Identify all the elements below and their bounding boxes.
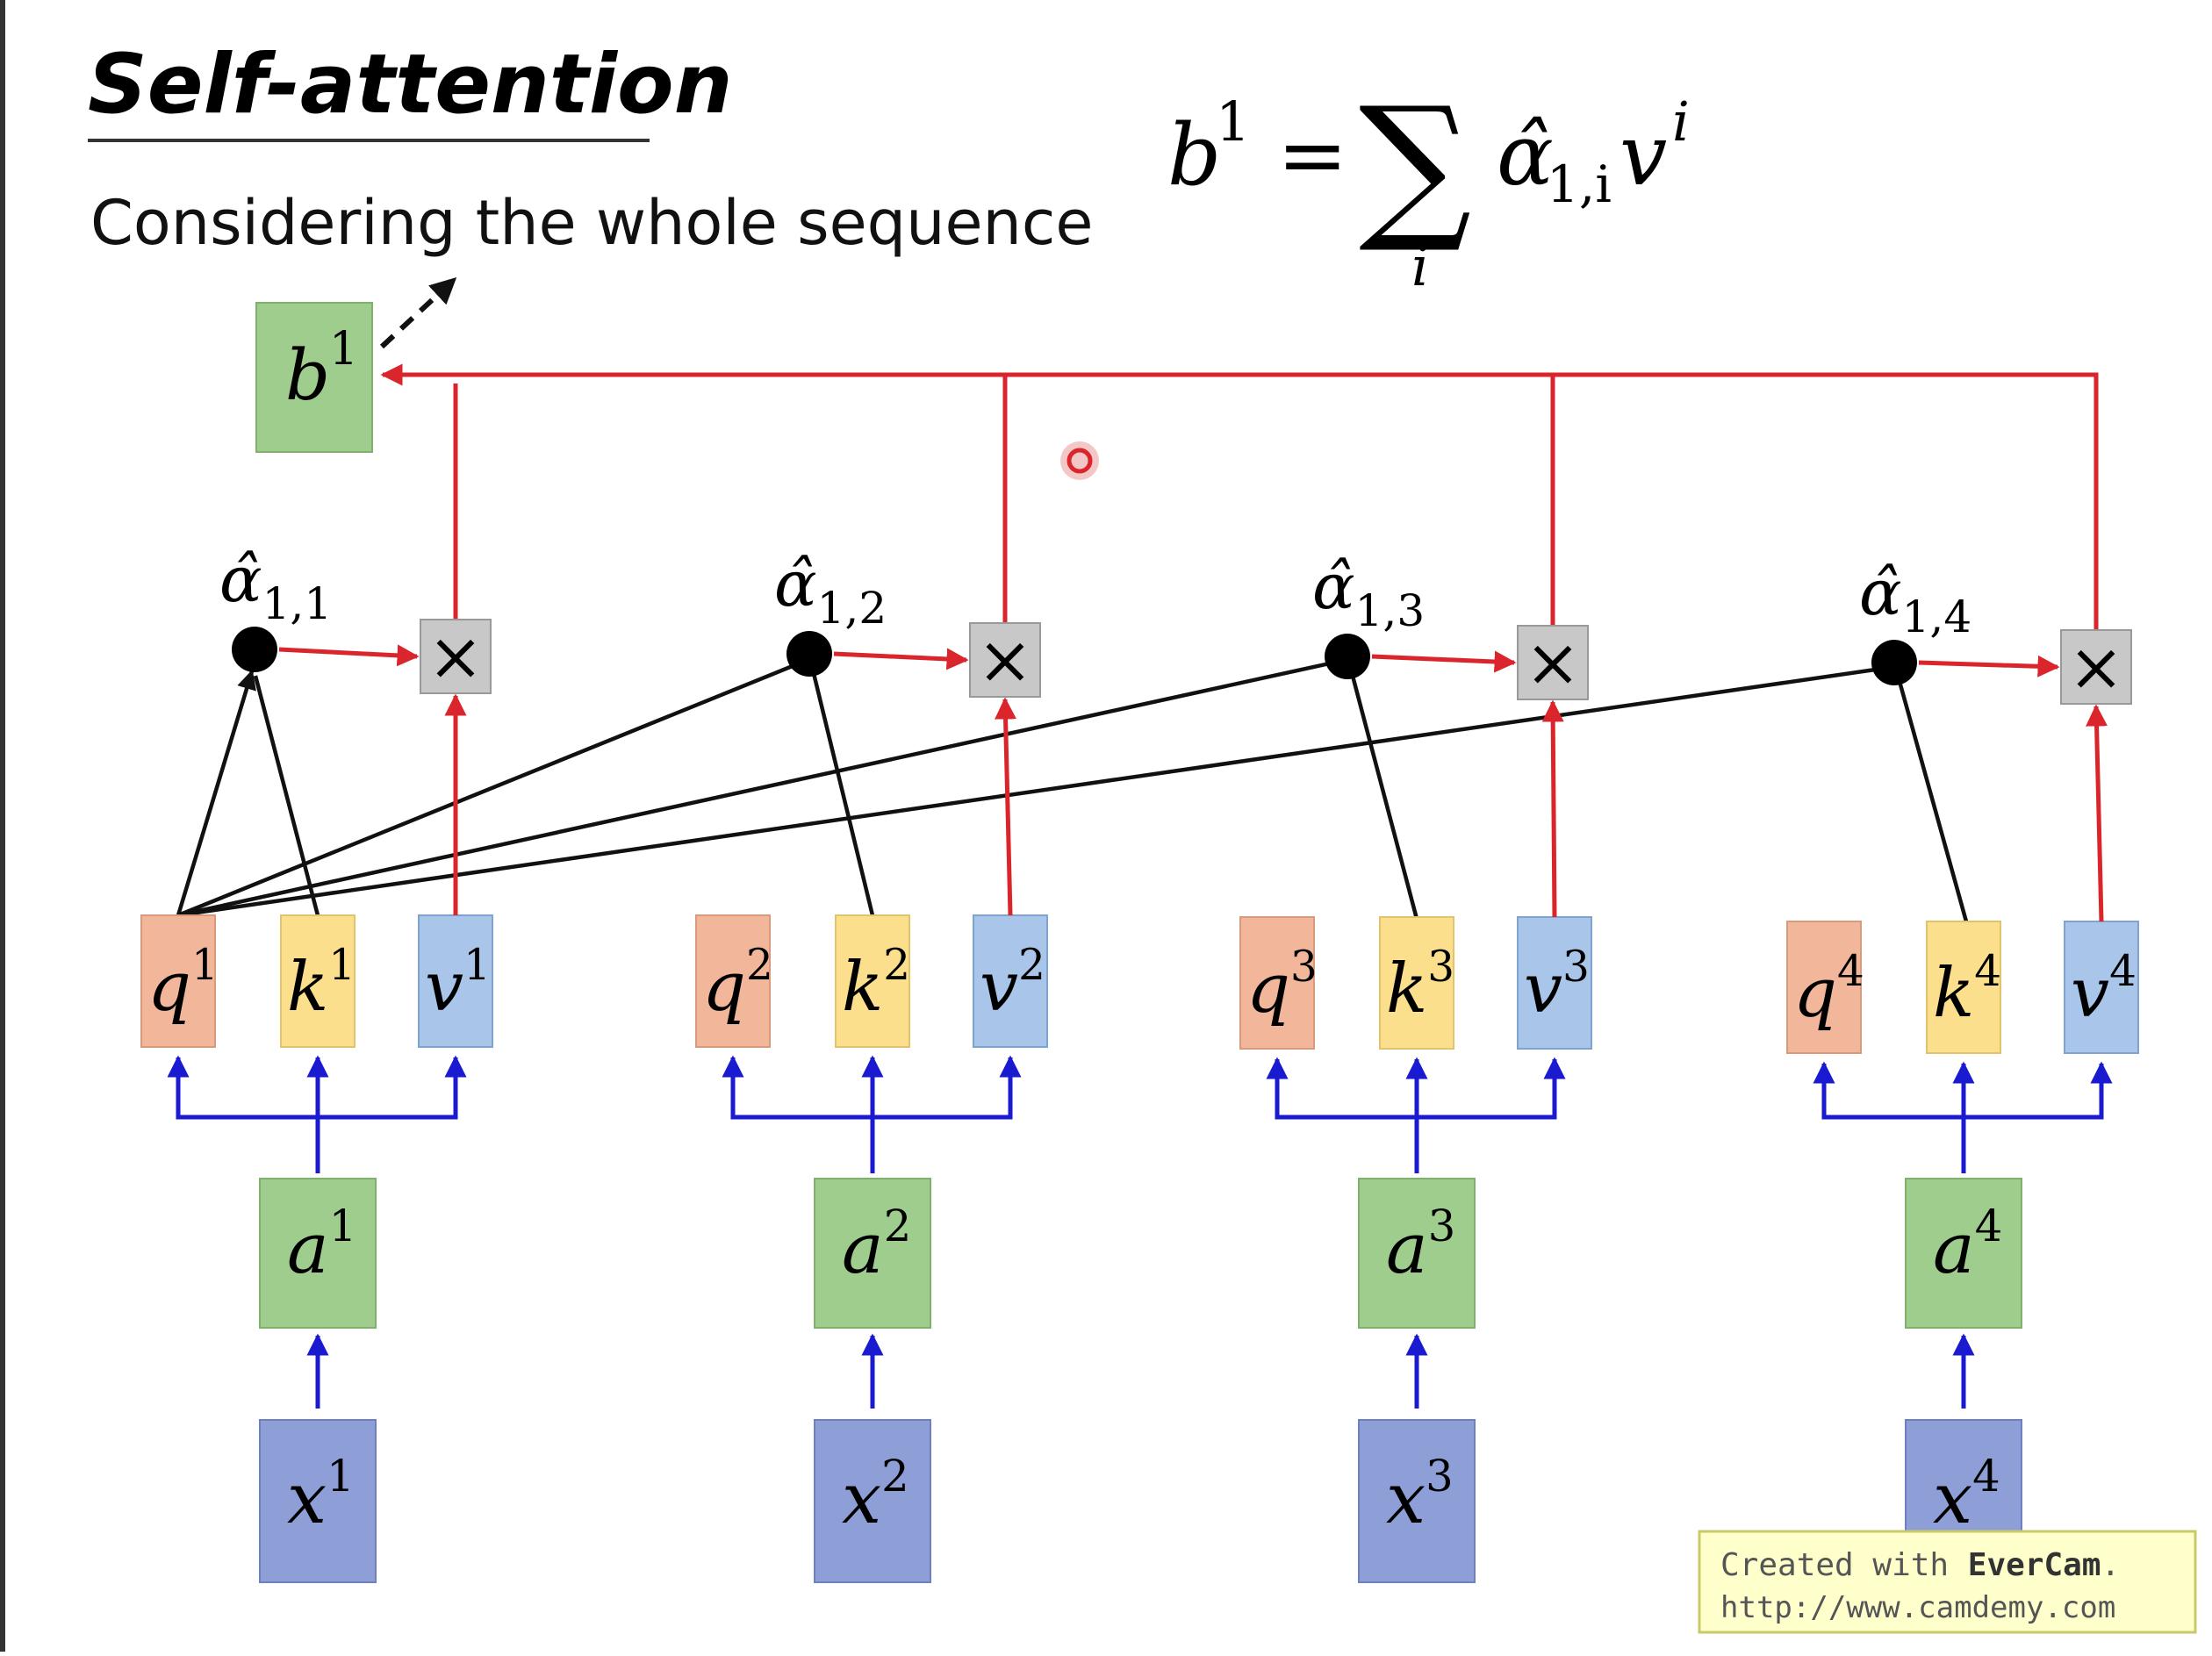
- a-box-3: a3: [1358, 1178, 1476, 1329]
- red-sum-bus: [380, 363, 2099, 667]
- alpha-label-4: α̂1,4: [1859, 556, 1971, 642]
- svg-text:Created with EverCam.: Created with EverCam.: [1720, 1547, 2120, 1583]
- slide-subtitle: Considering the whole sequence: [90, 187, 1093, 259]
- red-alpha-to-mult-2: [833, 648, 969, 670]
- v-box-2: v2: [973, 914, 1048, 1048]
- alpha-dot-3: [1325, 634, 1370, 679]
- x-label-3: x3: [1386, 1451, 1454, 1539]
- q-box-1: q1: [140, 914, 219, 1048]
- x-box-1: x1: [259, 1419, 377, 1583]
- alpha-label-3: α̂1,3: [1312, 549, 1425, 636]
- formula-sum-index: i: [1411, 234, 1429, 298]
- a-label-1: a1: [287, 1201, 356, 1289]
- column-3: q3 k3 v3 a3 x3 × α̂1,3: [1239, 549, 1592, 1583]
- q-box-4: q4: [1786, 921, 1864, 1054]
- q-box-2: q2: [695, 914, 773, 1048]
- multiply-symbol-1: ×: [427, 617, 484, 695]
- formula-sum-sign: ∑: [1359, 74, 1472, 257]
- formula-lhs-base: b: [1167, 106, 1221, 204]
- output-b-sup: 1: [329, 323, 358, 376]
- cursor-indicator: [1060, 441, 1099, 480]
- slide-title: Self-attention: [88, 37, 733, 133]
- red-alpha-to-mult-3: [1371, 650, 1517, 673]
- v-box-3: v3: [1517, 916, 1592, 1050]
- q-label-1: q1: [147, 941, 219, 1027]
- k-label-4: k4: [1933, 947, 2001, 1033]
- v-label-1: v1: [425, 941, 491, 1027]
- k-label-2: k2: [842, 941, 910, 1027]
- formula-equals: =: [1277, 106, 1347, 204]
- alpha-dot-1: [232, 627, 277, 672]
- multiply-symbol-3: ×: [1525, 623, 1581, 701]
- multiply-box-1: ×: [420, 617, 492, 695]
- multiply-box-2: ×: [969, 620, 1041, 699]
- columns-layer: q1 k1 v1 a1 x1 × α̂1,1 q2 k2 v2 a2 x2 × α̂1,2 q3 k3 v3 a3…: [140, 542, 2139, 1583]
- a-label-4: a4: [1933, 1201, 2002, 1289]
- alpha-dot-2: [786, 631, 832, 677]
- multiply-symbol-4: ×: [2068, 627, 2124, 706]
- k-label-3: k3: [1386, 943, 1454, 1029]
- x-box-3: x3: [1358, 1419, 1476, 1583]
- alpha-label-2: α̂1,2: [774, 547, 887, 634]
- multiply-box-4: ×: [2060, 627, 2132, 706]
- formula-alpha: α̂: [1497, 106, 1554, 204]
- watermark-url: http://www.camdemy.com: [1720, 1590, 2115, 1625]
- x-label-1: x1: [287, 1451, 355, 1539]
- v-box-4: v4: [2064, 921, 2139, 1054]
- multiply-symbol-2: ×: [977, 620, 1033, 699]
- watermark-brand: EverCam: [1968, 1547, 2101, 1583]
- formula-lhs-sup: 1: [1216, 90, 1250, 154]
- a-box-1: a1: [259, 1178, 377, 1329]
- x-label-4: x4: [1933, 1451, 2000, 1539]
- column-1: q1 k1 v1 a1 x1 × α̂1,1: [140, 542, 493, 1583]
- a-box-2: a2: [814, 1178, 931, 1329]
- v-label-2: v2: [980, 941, 1045, 1027]
- q-box-3: q3: [1239, 916, 1318, 1050]
- alpha-label-1: α̂1,1: [219, 542, 332, 629]
- x-label-2: x2: [842, 1451, 909, 1539]
- formula-v-sup: i: [1672, 90, 1690, 154]
- k-box-4: k4: [1926, 921, 2001, 1054]
- k-box-2: k2: [835, 914, 910, 1048]
- x-box-2: x2: [814, 1419, 931, 1583]
- evercam-watermark: Created with EverCam. http://www.camdemy…: [1698, 1530, 2197, 1634]
- k-box-3: k3: [1379, 916, 1454, 1050]
- sum-formula: b 1 = ∑ i α̂ 1,i v i: [1167, 74, 1690, 298]
- column-4: q4 k4 v4 a4 x4 × α̂1,4: [1786, 556, 2139, 1583]
- red-v-to-mult-3: [1541, 699, 1564, 918]
- dashed-arrow-to-subtitle: [379, 276, 457, 349]
- v-box-1: v1: [418, 914, 493, 1048]
- multiply-box-3: ×: [1517, 623, 1589, 701]
- column-2: q2 k2 v2 a2 x2 × α̂1,2: [695, 547, 1048, 1583]
- output-b-base: b: [285, 334, 330, 416]
- formula-v: v: [1620, 106, 1667, 204]
- v-label-4: v4: [2071, 947, 2137, 1033]
- red-alpha-to-mult-1: [278, 644, 420, 667]
- attention-score-lines: [176, 657, 1969, 922]
- a-label-3: a3: [1386, 1201, 1455, 1289]
- q-label-4: q4: [1793, 947, 1864, 1033]
- a-box-4: a4: [1905, 1178, 2022, 1329]
- red-v-to-mult-4: [2086, 704, 2108, 922]
- a-label-2: a2: [842, 1201, 911, 1289]
- q-label-3: q3: [1246, 943, 1318, 1029]
- q-label-2: q2: [702, 941, 773, 1027]
- red-alpha-to-mult-4: [1918, 655, 2060, 677]
- watermark-suffix: .: [2101, 1547, 2120, 1583]
- output-b1-box: b 1: [255, 302, 373, 453]
- k-box-1: k1: [280, 914, 356, 1048]
- v-label-3: v3: [1524, 943, 1590, 1029]
- formula-alpha-sub: 1,i: [1547, 154, 1612, 214]
- watermark-prefix: Created with: [1720, 1547, 1968, 1583]
- red-v-to-mult-2: [995, 697, 1017, 916]
- k-label-1: k1: [287, 941, 356, 1027]
- alpha-dot-4: [1871, 640, 1917, 685]
